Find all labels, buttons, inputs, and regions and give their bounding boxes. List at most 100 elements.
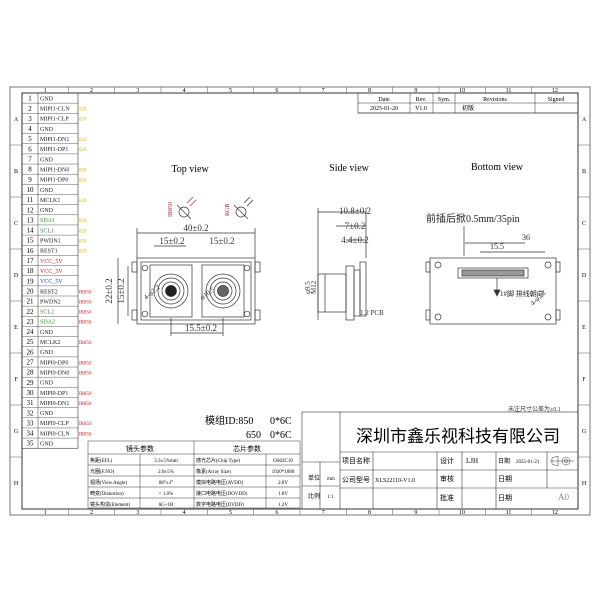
pin-tag: 820 <box>79 240 87 245</box>
pin-number: 8 <box>28 166 32 174</box>
pin-name: SCL2 <box>40 310 54 316</box>
lens-param-value: 2.0±5% <box>158 470 174 475</box>
model-label: 公司型号 <box>342 475 370 484</box>
side-d5: φ9.5 <box>304 281 312 294</box>
right-lens <box>205 273 241 309</box>
pin-number: 24 <box>27 328 35 336</box>
col-mark-top: 11 <box>506 88 512 94</box>
col-mark-top: 2 <box>90 88 93 94</box>
pin-name: PWDN1 <box>40 239 61 245</box>
parameter-text: 镜头参数芯片参数焦距(EFL)3.3±5%mm光圈(F.NO)2.0±5%视场(… <box>90 444 295 508</box>
module-id-value-2: 0*6C <box>270 430 292 441</box>
sheet-size: A0 <box>558 492 569 502</box>
pin-name: SDA1 <box>40 218 55 224</box>
pin-number: 5 <box>28 135 32 143</box>
pin-name: MIPI0-CLN <box>40 431 70 437</box>
top-overall-width: 40±0.2 <box>183 223 208 233</box>
top-pitch: 15.5±0.2 <box>185 323 217 333</box>
col-mark-top: 4 <box>183 88 186 94</box>
chip-param-label: 接口电路电压(DOVDD) <box>196 490 248 497</box>
rev-header-signed: Signed <box>548 97 565 103</box>
pcb-side <box>345 265 355 321</box>
pin-name: MCLK1 <box>40 198 60 204</box>
ir850-led-icon <box>176 196 197 220</box>
pin-number: 12 <box>27 206 35 214</box>
pin-number: 18 <box>27 267 35 275</box>
row-mark-right: C <box>582 221 586 227</box>
unit-label: 单位 <box>308 474 320 482</box>
side-d6: M12 <box>310 280 318 294</box>
col-mark-top: 12 <box>552 88 558 94</box>
pin-number: 1 <box>28 95 32 103</box>
top-view-title: Top view <box>171 164 209 175</box>
pin-tag: IR850 <box>79 290 92 295</box>
side-view: 10.8±0.2 7±0.2 4.4±0.2 φ9.5 M12 1.2 PCB <box>304 206 384 321</box>
col-mark-top: 8 <box>368 88 371 94</box>
pin-number: 2 <box>28 105 32 113</box>
col-mark-bottom: 10 <box>459 510 465 516</box>
top-inner-height: 15±0.2 <box>116 278 126 303</box>
pin-tag: IR850 <box>79 311 92 316</box>
pin-number: 20 <box>27 287 35 295</box>
chip-param-label: 像素(Array Size) <box>196 468 231 475</box>
project-label: 项目名称 <box>342 456 370 465</box>
bottom-pcb-outline <box>429 257 557 325</box>
col-mark-bottom: 7 <box>322 510 325 516</box>
row-mark-left: A <box>14 117 19 123</box>
bottom-d2: 15.5 <box>490 242 504 251</box>
lens-param-label: 焦距(EFL) <box>90 457 113 464</box>
row-mark-right: B <box>582 169 586 175</box>
left-lens-holder <box>149 264 193 318</box>
pin-name: GND <box>40 208 54 214</box>
chip-param-label: 感光芯片(Chip Type) <box>196 457 240 464</box>
led-left-label: IR850 <box>168 202 174 217</box>
side-d1: 10.8±0.2 <box>339 206 371 216</box>
rev-description: 初版 <box>462 104 474 112</box>
side-view-title: Side view <box>329 163 369 174</box>
col-mark-bottom: 4 <box>183 510 186 516</box>
col-mark-top: 5 <box>229 88 232 94</box>
pin-number: 4 <box>28 125 32 133</box>
pin-name: PWDN2 <box>40 299 61 305</box>
pin-number: 33 <box>27 419 35 427</box>
pin-tag: 820 <box>79 118 87 123</box>
design-date-label: 日期 <box>498 457 510 465</box>
scale-value: 1:1 <box>327 495 334 500</box>
pin-name: GND <box>40 127 54 133</box>
pin-name: MIPI1-DP0 <box>40 178 68 184</box>
pin-number: 14 <box>27 227 35 235</box>
pin-name: MIPI0-DN0 <box>40 370 69 376</box>
led-right-label: RGB <box>225 204 231 216</box>
pin-name: GND <box>40 350 54 356</box>
pin-number: 16 <box>27 247 35 255</box>
pin-name: SDA2 <box>40 320 55 326</box>
pin-tag: IR850 <box>79 300 92 305</box>
lens-param-value: 3.3±5%mm <box>154 459 178 464</box>
pin-number: 3 <box>28 115 32 123</box>
lens-param-label: 畸变(Distortion) <box>90 490 124 497</box>
row-mark-right: E <box>582 325 586 331</box>
pin-number: 22 <box>27 308 35 316</box>
lens-param-value: 88°±3° <box>159 481 173 486</box>
side-d2: 7±0.2 <box>345 221 366 231</box>
col-mark-top: 7 <box>322 88 325 94</box>
pin-name: MIPI1-CLP <box>40 117 69 123</box>
pin-tag: 820 <box>79 250 87 255</box>
review-label: 审核 <box>440 474 454 483</box>
col-mark-bottom: 9 <box>414 510 417 516</box>
lens-param-label: 视场(View.Angle) <box>90 479 127 486</box>
pin-tag: 820 <box>79 168 87 173</box>
pin-name: VCC_5V <box>40 269 63 275</box>
row-mark-right: G <box>582 429 587 435</box>
pin-number: 35 <box>27 440 35 448</box>
top-height: 22±0.2 <box>104 278 114 303</box>
pin-tag: 820 <box>79 108 87 113</box>
pin-number: 27 <box>27 359 35 367</box>
pin-name: MCLK2 <box>40 340 60 346</box>
pin-name: GND <box>40 442 54 448</box>
col-mark-bottom: 5 <box>229 510 232 516</box>
module-id-value-1: 0*6C <box>270 416 292 427</box>
row-mark-left: E <box>14 325 18 331</box>
